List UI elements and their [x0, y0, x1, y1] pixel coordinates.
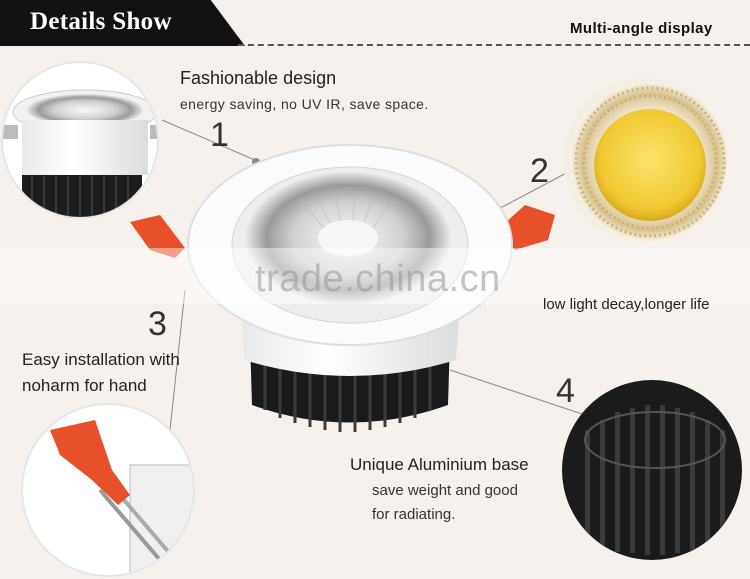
feature-4-number: 4: [556, 372, 575, 410]
feature-1-number: 1: [210, 116, 229, 154]
heatsink-closeup: [562, 380, 742, 560]
feature-2-number: 2: [530, 152, 549, 190]
feature-4-line1: save weight and good: [372, 482, 518, 499]
downlight-main: [130, 144, 555, 432]
feature-1-title: Fashionable design: [180, 68, 337, 88]
header-title: Details Show: [30, 8, 172, 35]
cob-chip-closeup: [563, 78, 727, 242]
feature-3-number: 3: [148, 305, 167, 343]
feature-2-description: low light decay,longer life: [543, 296, 710, 313]
feature-3-line2: noharm for hand: [22, 376, 147, 395]
watermark-band: trade.china.cn: [0, 248, 750, 304]
header-tab: Details Show: [0, 0, 245, 46]
feature-4-line2: for radiating.: [372, 506, 456, 523]
downlight-side-view: [2, 62, 158, 218]
feature-4-title: Unique Aluminium base: [350, 455, 529, 474]
feature-1-description: energy saving, no UV IR, save space.: [180, 96, 429, 112]
watermark-text: trade.china.cn: [255, 258, 501, 300]
feature-3-line1: Easy installation with: [22, 350, 180, 369]
header-divider: [238, 44, 750, 46]
spring-clip-closeup: [22, 404, 194, 576]
header-subtitle: Multi-angle display: [570, 20, 713, 37]
